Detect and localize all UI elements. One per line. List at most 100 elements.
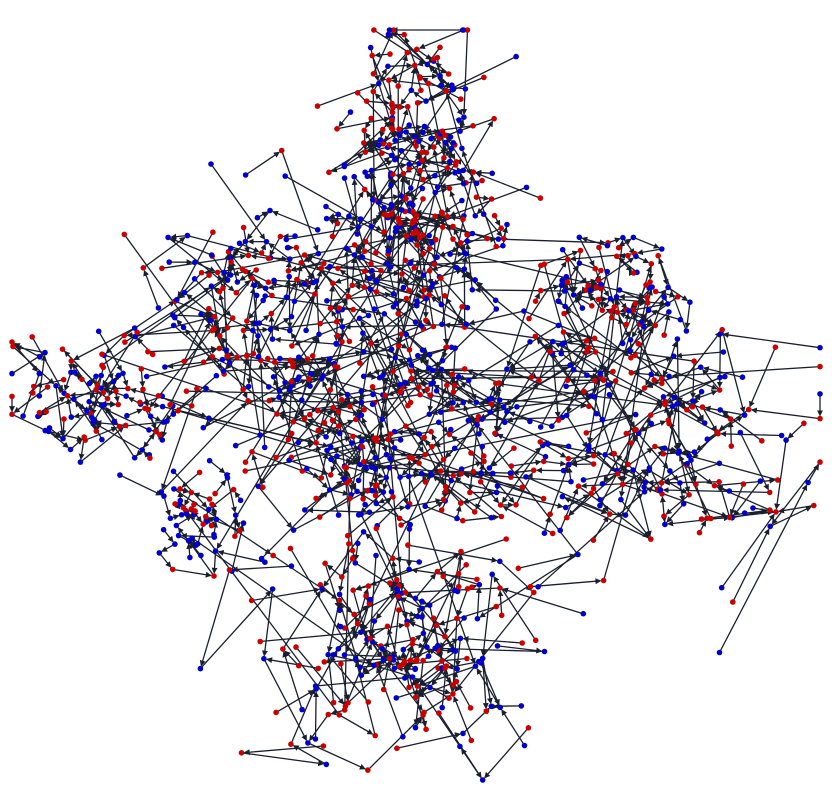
- graph-node-red: [122, 422, 129, 429]
- graph-node-red: [395, 310, 401, 317]
- graph-node-red: [200, 521, 206, 527]
- graph-edge: [562, 495, 608, 515]
- graph-node-blue: [565, 443, 572, 450]
- graph-node-blue: [53, 383, 59, 389]
- graph-node-red: [318, 265, 325, 271]
- graph-node-blue: [412, 595, 419, 602]
- graph-node-red: [625, 461, 631, 468]
- graph-node-blue: [447, 251, 453, 257]
- graph-edge: [293, 283, 312, 302]
- graph-node-blue: [403, 331, 410, 338]
- graph-node-red: [295, 662, 302, 669]
- graph-edge: [407, 106, 420, 140]
- graph-node-red: [368, 115, 375, 122]
- graph-node-blue: [669, 403, 676, 410]
- graph-node-red: [419, 157, 426, 164]
- graph-node-red: [347, 403, 353, 410]
- graph-node-red: [43, 408, 49, 415]
- graph-edge: [329, 656, 369, 703]
- graph-node-red: [188, 489, 195, 496]
- graph-edge: [347, 383, 399, 396]
- graph-node-red: [395, 215, 402, 222]
- graph-node-blue: [407, 260, 414, 267]
- graph-node-red: [385, 436, 391, 443]
- graph-node-red: [269, 292, 275, 299]
- graph-node-blue: [597, 371, 603, 378]
- graph-node-red: [641, 385, 648, 391]
- graph-node-red: [373, 249, 379, 256]
- graph-node-blue: [282, 173, 289, 179]
- graph-node-blue: [302, 507, 308, 513]
- graph-edge: [186, 390, 346, 398]
- graph-node-blue: [474, 422, 480, 428]
- graph-edge: [158, 395, 207, 418]
- graph-node-red: [379, 150, 385, 156]
- graph-node-blue: [660, 394, 667, 400]
- graph-node-red: [100, 364, 107, 371]
- graph-node-blue: [365, 312, 372, 319]
- graph-node-red: [644, 294, 650, 301]
- graph-edge: [587, 372, 602, 444]
- graph-node-blue: [513, 53, 519, 60]
- graph-edge: [484, 727, 529, 779]
- graph-edge: [431, 433, 445, 460]
- graph-node-blue: [323, 434, 329, 440]
- graph-node-red: [416, 384, 422, 390]
- graph-edge: [343, 177, 366, 250]
- graph-node-red: [315, 427, 322, 434]
- graph-node-red: [661, 332, 667, 338]
- graph-node-blue: [701, 420, 708, 426]
- graph-node-red: [632, 426, 638, 433]
- graph-edge: [412, 222, 441, 230]
- graph-node-blue: [474, 615, 481, 622]
- graph-node-red: [430, 323, 437, 330]
- graph-node-red: [403, 195, 409, 202]
- graph-node-blue: [741, 412, 748, 418]
- graph-node-blue: [258, 555, 265, 562]
- graph-node-blue: [726, 488, 733, 494]
- graph-node-red: [564, 279, 571, 285]
- graph-node-blue: [469, 287, 476, 293]
- graph-node-blue: [439, 357, 446, 364]
- graph-edge: [432, 149, 449, 218]
- graph-node-blue: [387, 264, 394, 270]
- graph-node-blue: [704, 436, 711, 443]
- graph-node-blue: [287, 327, 293, 334]
- graph-node-red: [699, 404, 706, 410]
- graph-edge: [497, 590, 504, 616]
- graph-node-red: [361, 127, 368, 134]
- graph-node-red: [674, 294, 681, 300]
- graph-edge: [395, 556, 420, 563]
- graph-node-red: [362, 248, 368, 254]
- graph-node-red: [547, 511, 553, 517]
- graph-edge: [502, 587, 584, 615]
- graph-node-red: [420, 232, 426, 238]
- graph-node-red: [468, 450, 474, 456]
- graph-node-blue: [336, 591, 343, 598]
- graph-node-blue: [20, 413, 26, 419]
- graph-node-blue: [461, 114, 467, 120]
- graph-node-blue: [457, 743, 463, 750]
- graph-edge: [139, 368, 146, 388]
- graph-node-red: [378, 267, 384, 274]
- graph-node-red: [591, 335, 598, 342]
- graph-node-blue: [376, 80, 382, 87]
- graph-node-blue: [286, 387, 293, 393]
- graph-node-blue: [450, 140, 457, 146]
- graph-edge: [246, 210, 271, 240]
- graph-node-blue: [93, 373, 99, 380]
- graph-node-blue: [387, 455, 393, 462]
- graph-node-red: [655, 252, 661, 259]
- graph-node-blue: [123, 393, 129, 400]
- graph-node-blue: [90, 419, 96, 426]
- graph-edge: [48, 430, 69, 449]
- graph-node-red: [389, 117, 395, 123]
- graph-edge: [449, 186, 527, 217]
- graph-node-blue: [558, 350, 564, 357]
- graph-node-blue: [162, 364, 168, 370]
- graph-node-red: [564, 377, 571, 384]
- graph-node-blue: [203, 385, 209, 392]
- graph-edge: [426, 279, 476, 292]
- graph-node-red: [457, 240, 464, 246]
- graph-node-red: [590, 461, 597, 467]
